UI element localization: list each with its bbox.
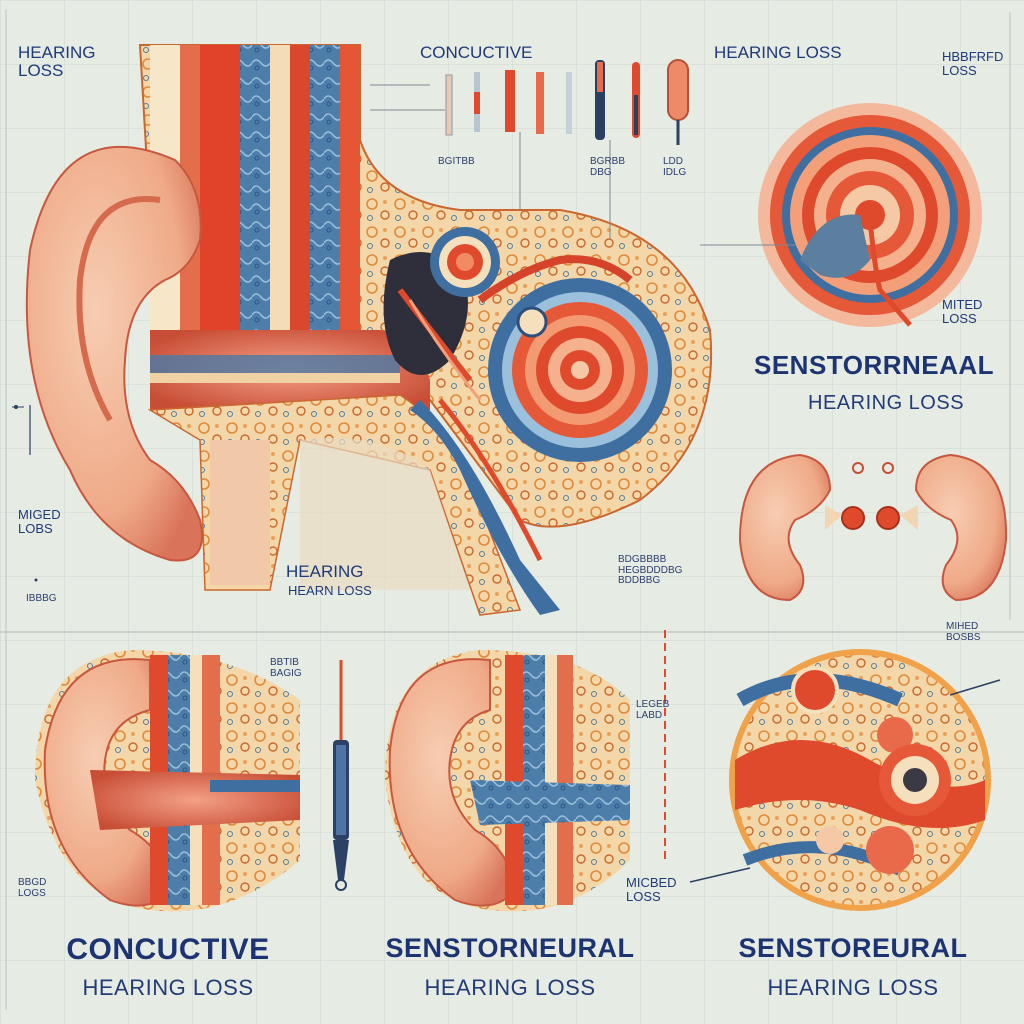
title-conductive-bottom: CONCUCTIVE [66,933,270,966]
label-small-2: BGRBB DBG [590,156,626,178]
helix-fold [76,196,161,422]
main-ear-cross-section [25,44,713,616]
label-bottom-left-small: BBGD LOGS [18,877,47,899]
subtitle-hearing-loss-bottom-2: HEARING LOSS [424,975,596,1000]
label-hearing-loss-top-right: HEARING LOSS [714,43,842,62]
title-sensorineural-bottom: SENSTORNEURAL [385,933,635,963]
label-mixed-loss-left: MIGED LOBS [18,507,61,536]
label-hearing-center: HEARING [286,562,364,581]
label-hearing-loss-center: HEARN LOSS [288,583,372,598]
label-bottom-small-1: BBTIB BAGIG [270,657,302,679]
label-mixed-loss-bottom: MICBED LOSS [626,875,677,904]
eustachian-tube [410,400,560,615]
outer-ear-pinna [25,145,203,562]
auditory-nerve [477,255,633,304]
sensorineural-cochlea-circle [700,12,1011,620]
title-sensoreural-bottom: SENSTOREURAL [738,933,968,963]
label-center-right-small: BDGBBBB HEGBDDDBG BDDBBG [618,554,683,586]
label-hearing-loss-top-left: HEARING LOSS [18,43,96,80]
subtitle-hearing-loss-bottom-3: HEARING LOSS [767,975,939,1000]
label-small-3: LDD IDLG [663,156,687,178]
mixed-loss-circle [689,649,1001,911]
label-mixed-top-right: HBBFRFD LOSS [942,49,1004,78]
label-conductive-top: CONCUCTIVE [420,43,533,62]
label-left-low: IBBBG [26,593,57,604]
label-bottom-small-2: LEGEB LABD [636,699,670,721]
subtitle-hearing-loss-right: HEARING LOSS [808,392,965,414]
left-tick-markers [12,405,38,582]
conductive-panel-illustration [35,650,300,912]
sensorineural-panel-illustration [385,630,666,912]
bilateral-ears [738,453,1008,602]
audiometry-rods [370,59,689,240]
label-mixed-loss-right-2: MIHED BOSBS [946,621,981,643]
label-small-1: BGITBB [438,156,475,167]
cochlea-spiral [488,278,672,462]
probe-instrument [333,660,349,891]
label-mixed-loss-right: MITED LOSS [942,297,983,326]
title-sensorineural-right: SENSTORRNEAAL [754,350,995,380]
ossicle-coil [430,227,500,297]
subtitle-hearing-loss-bottom-1: HEARING LOSS [82,975,254,1000]
